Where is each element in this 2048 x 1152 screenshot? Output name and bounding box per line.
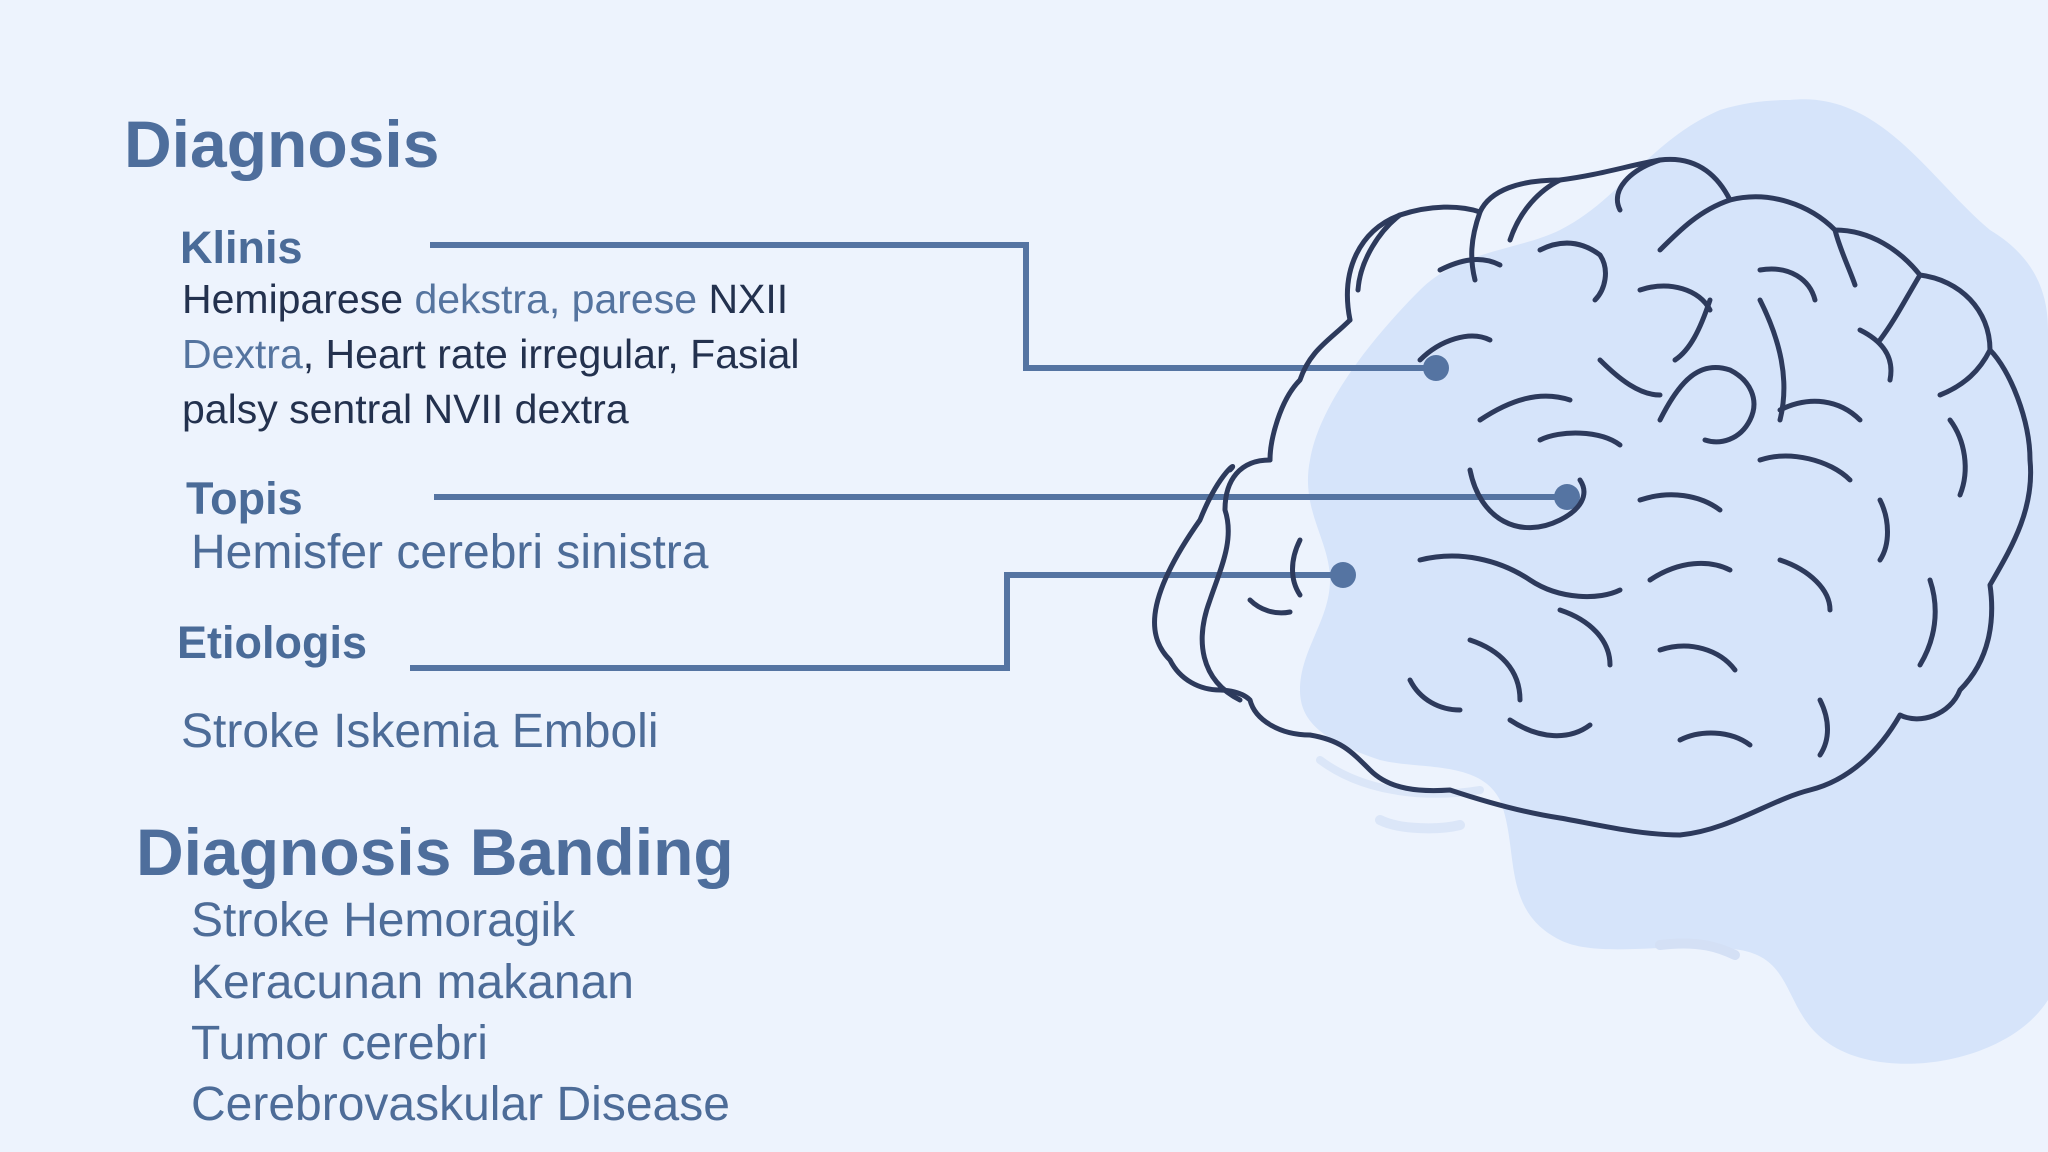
klinis-label: Klinis	[180, 222, 303, 273]
topis-label: Topis	[186, 473, 303, 524]
background-blob	[1300, 99, 2048, 1064]
marker-dot-etiologis	[1330, 562, 1356, 588]
klinis-line-1-c: NXII	[708, 276, 789, 322]
marker-dot-topis	[1554, 484, 1580, 510]
marker-dot-klinis	[1423, 355, 1449, 381]
klinis-line-2-a: Dextra	[182, 331, 303, 377]
diagnosis-title: Diagnosis	[124, 107, 440, 181]
klinis-description: Hemiparese dekstra, parese NXII Dextra, …	[182, 272, 800, 437]
klinis-line-1: Hemiparese dekstra, parese NXII	[182, 272, 800, 327]
diagnosis-banding-item: Tumor cerebri	[191, 1017, 488, 1070]
brain-icon	[1152, 156, 2034, 838]
topis-value: Hemisfer cerebri sinistra	[191, 526, 709, 579]
connector-klinis	[430, 242, 1436, 371]
etiologis-value: Stroke Iskemia Emboli	[181, 705, 659, 758]
klinis-line-1-a: Hemiparese	[182, 276, 415, 322]
diagnosis-banding-item: Keracunan makanan	[191, 956, 634, 1009]
klinis-line-2-b: , Heart rate irregular, Fasial	[302, 331, 800, 377]
klinis-line-3: palsy sentral NVII dextra	[182, 386, 629, 432]
klinis-line-1-b: dekstra, parese	[414, 276, 709, 322]
etiologis-label: Etiologis	[177, 617, 367, 668]
diagnosis-banding-item: Stroke Hemoragik	[191, 894, 576, 947]
klinis-line-2: Dextra, Heart rate irregular, Fasial	[182, 327, 800, 382]
connector-etiologis	[410, 572, 1343, 671]
connector-lines	[410, 242, 1566, 671]
diagnosis-banding-title: Diagnosis Banding	[136, 815, 734, 889]
diagnosis-banding-item: Cerebrovaskular Disease	[191, 1078, 730, 1131]
